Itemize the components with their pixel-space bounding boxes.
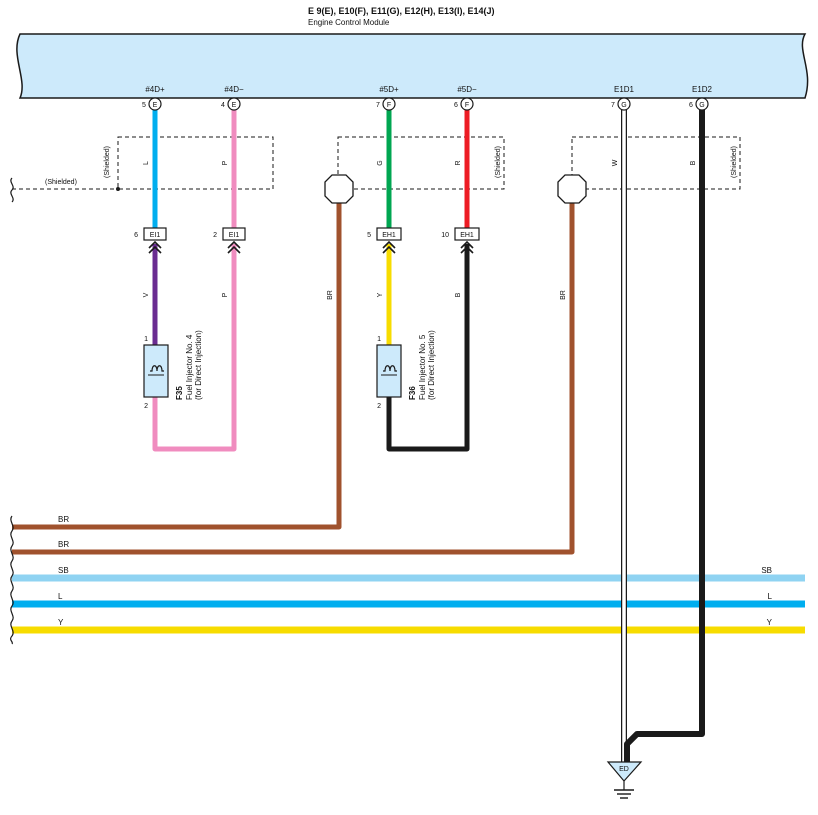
ecm-terminal-4d-minus: E 4: [221, 97, 241, 111]
svg-text:F: F: [465, 102, 469, 109]
injector-4-note: (for Direct Injection): [194, 330, 203, 400]
shield-break-mark: [10, 177, 14, 203]
shield-box-injector-5: [337, 136, 505, 190]
ecm-pin-name-5d-minus: #5D−: [457, 85, 477, 94]
ecm-pin-name-5d-plus: #5D+: [379, 85, 399, 94]
junction-ei1-pin-2: EI1 2: [213, 227, 246, 254]
ecm-pin-name-e1d1: E1D1: [614, 85, 635, 94]
svg-text:6: 6: [454, 102, 458, 109]
injector-5-note: (for Direct Injection): [427, 330, 436, 400]
wire-label-v: V: [143, 292, 150, 297]
bus-label-y: Y: [58, 618, 64, 627]
ecm-terminal-e1d1: G 7: [611, 97, 631, 111]
ecm-pin-name-4d-minus: #4D−: [224, 85, 244, 94]
injector-4-pin-2: 2: [144, 403, 148, 410]
injector-4-pin-1: 1: [144, 336, 148, 343]
ground-label: ED: [619, 766, 629, 773]
junction-ei1-pin-6: EI1 6: [134, 227, 167, 254]
svg-text:G: G: [699, 102, 704, 109]
svg-text:E: E: [232, 102, 237, 109]
wire-label-g: G: [377, 160, 384, 165]
bus-label-br-2: BR: [58, 540, 69, 549]
shield-box-ground: [571, 136, 741, 190]
shield-label-ground: (Shielded): [731, 146, 738, 178]
svg-text:5: 5: [142, 102, 146, 109]
wire-br-shield-4: [12, 200, 342, 530]
injector-5-id: F36: [408, 386, 417, 400]
wire-label-b: B: [690, 160, 697, 165]
svg-text:10: 10: [441, 232, 449, 239]
wire-label-r: R: [455, 160, 462, 165]
svg-text:5: 5: [367, 232, 371, 239]
shield-boxes: [12, 136, 741, 190]
svg-text:EH1: EH1: [382, 232, 396, 239]
svg-text:7: 7: [376, 102, 380, 109]
ecm-box: [16, 33, 809, 99]
wire-label-p: P: [222, 160, 229, 165]
shield-box-injector-4: [117, 136, 274, 190]
bus-label-sb: SB: [58, 566, 69, 575]
ecm-terminal-e1d2: G 6: [689, 97, 709, 111]
wire-label-br-1: BR: [327, 290, 334, 300]
coil-icon: [383, 365, 397, 372]
ecm-pin-name-4d-plus: #4D+: [145, 85, 165, 94]
svg-text:7: 7: [611, 102, 615, 109]
shield-junction-dot: [116, 187, 120, 191]
junction-eh1-pin-10: EH1 10: [441, 227, 480, 254]
svg-text:6: 6: [689, 102, 693, 109]
svg-text:EH1: EH1: [460, 232, 474, 239]
ecm-pin-name-e1d2: E1D2: [692, 85, 713, 94]
bus-right-label-y: Y: [767, 618, 773, 627]
bus-right-label-l: L: [768, 592, 773, 601]
fuel-injector-5: 1 2 F36 Fuel Injector No. 5 (for Direct …: [376, 330, 436, 410]
svg-text:4: 4: [221, 102, 225, 109]
bus-right-label-sb: SB: [761, 566, 772, 575]
bus-label-br-1: BR: [58, 515, 69, 524]
bus-label-l: L: [58, 592, 63, 601]
bus-break-marks: [10, 515, 14, 645]
ecm-terminal-5d-minus: F 6: [454, 97, 474, 111]
ecm-connector-list: E 9(E), E10(F), E11(G), E12(H), E13(I), …: [308, 6, 495, 16]
wire-label-y: Y: [377, 292, 384, 297]
svg-text:6: 6: [134, 232, 138, 239]
wire-label-br-2: BR: [560, 290, 567, 300]
wire-b-injector-5-return: [386, 244, 470, 452]
injector-5-name: Fuel Injector No. 5: [418, 334, 427, 400]
fuel-injector-4: 1 2 F35 Fuel Injector No. 4 (for Direct …: [143, 330, 203, 410]
shield-ground-terminal-4: [324, 174, 354, 204]
injector-5-pin-2: 2: [377, 403, 381, 410]
wire-label-p-2: P: [222, 292, 229, 297]
wire-b-e1d2: [624, 110, 705, 762]
wire-label-w: W: [612, 159, 619, 166]
injector-4-id: F35: [175, 386, 184, 400]
wire-br-shield-5: [12, 200, 575, 555]
svg-text:2: 2: [213, 232, 217, 239]
wire-label-l: L: [143, 161, 150, 165]
junction-eh1-pin-5: EH1 5: [367, 227, 402, 254]
shield-label-5: (Shielded): [495, 146, 502, 178]
svg-text:G: G: [621, 102, 626, 109]
ecm-terminal-5d-plus: F 7: [376, 97, 396, 111]
ground-point-ed: ED: [606, 761, 643, 799]
shield-ground-terminal-5: [557, 174, 587, 204]
coil-icon: [150, 365, 164, 372]
shield-label-4: (Shielded): [104, 146, 111, 178]
wire-label-b-2: B: [455, 292, 462, 297]
svg-text:EI1: EI1: [229, 232, 240, 239]
injector-5-pin-1: 1: [377, 336, 381, 343]
svg-text:EI1: EI1: [150, 232, 161, 239]
ecm-terminal-4d-plus: E 5: [142, 97, 162, 111]
ecm-module-name: Engine Control Module: [308, 18, 390, 27]
svg-text:E: E: [153, 102, 158, 109]
shield-label-left: (Shielded): [45, 179, 77, 186]
svg-text:F: F: [387, 102, 391, 109]
injector-4-name: Fuel Injector No. 4: [185, 334, 194, 400]
wire-p-injector-4-return: [152, 244, 237, 452]
